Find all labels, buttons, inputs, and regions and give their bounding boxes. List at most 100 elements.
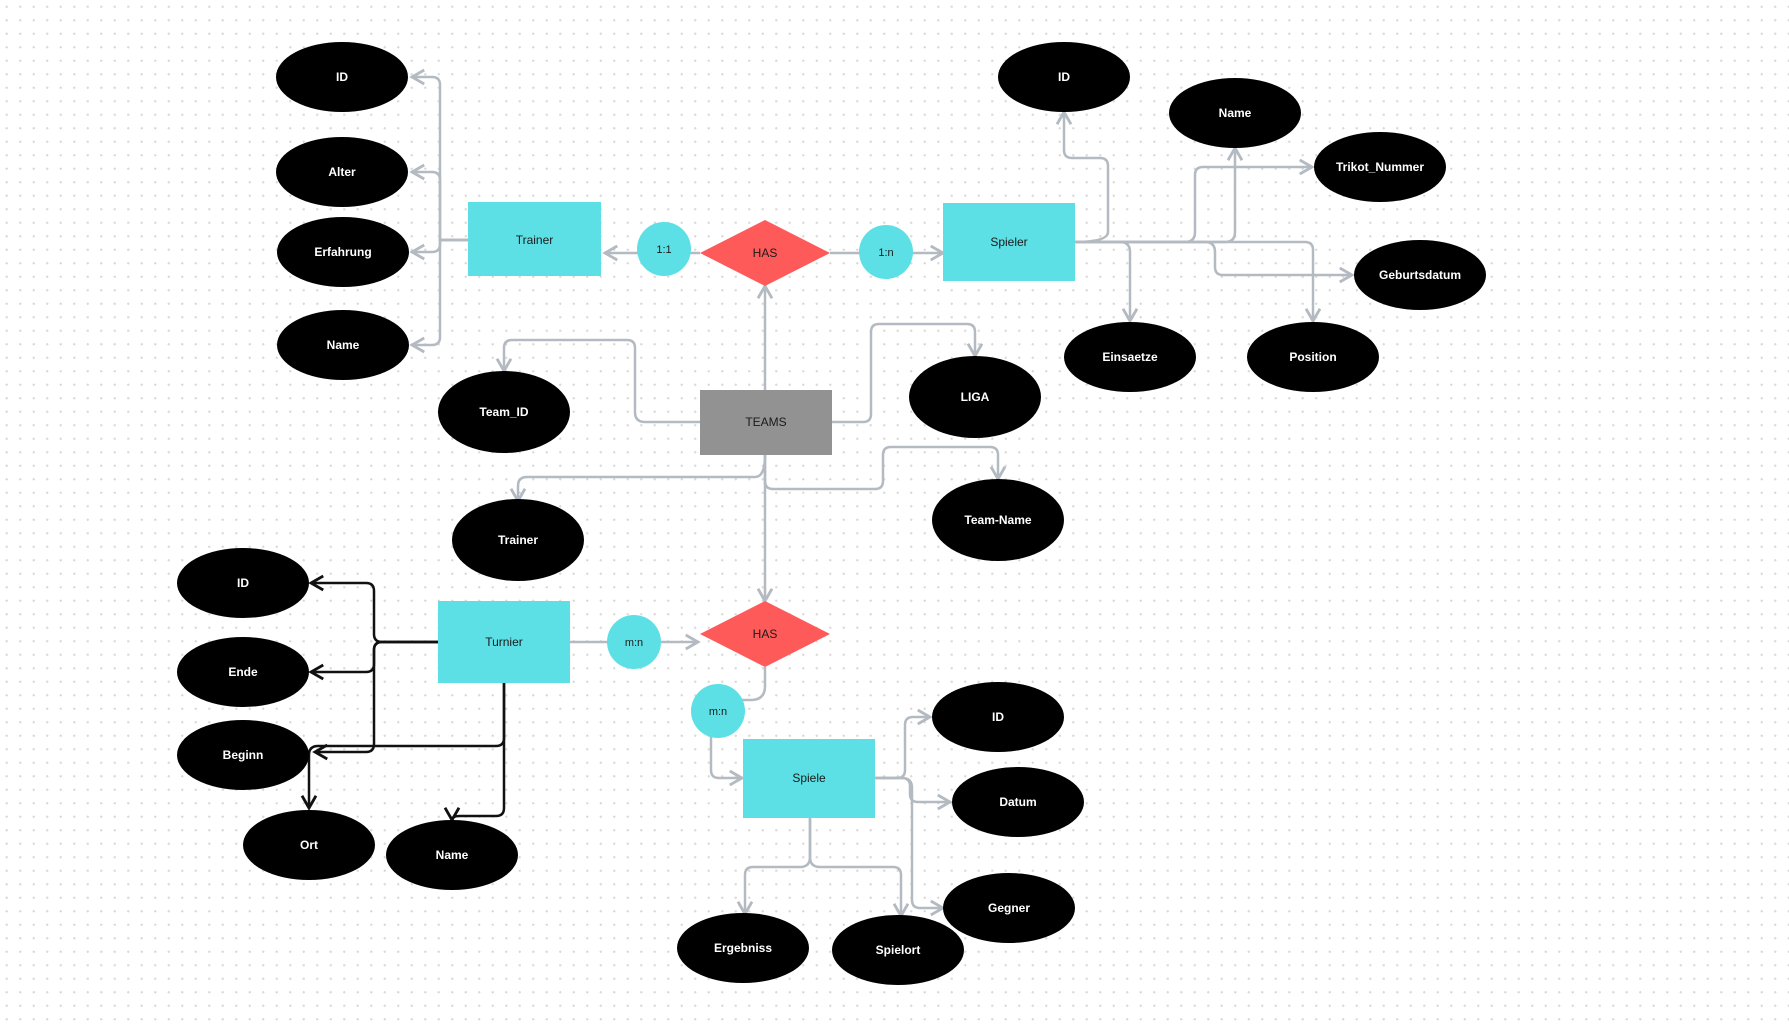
attribute-trainer-id[interactable]: ID xyxy=(276,42,408,112)
attribute-spieler-position[interactable]: Position xyxy=(1247,322,1379,392)
attribute-teams-team-id-label: Team_ID xyxy=(479,405,528,419)
attribute-trainer-erfahrung-ellipse[interactable] xyxy=(277,217,409,287)
relationship-has-top[interactable]: HAS xyxy=(700,220,830,286)
entity-teams-box[interactable] xyxy=(700,390,832,455)
connector-turnier-ort xyxy=(300,683,506,811)
attribute-spieler-name-ellipse[interactable] xyxy=(1169,78,1301,148)
attribute-turnier-ende[interactable]: Ende xyxy=(177,637,309,707)
attribute-turnier-id-ellipse[interactable] xyxy=(177,548,309,618)
attribute-teams-team-name[interactable]: Team-Name xyxy=(932,479,1064,561)
attribute-turnier-name[interactable]: Name xyxy=(386,820,518,890)
cardinality-has-spieler: 1:n xyxy=(859,225,913,279)
attribute-trainer-name-label: Name xyxy=(327,338,360,352)
entity-spiele[interactable]: Spiele xyxy=(743,739,875,818)
attribute-trainer-alter-label: Alter xyxy=(328,165,356,179)
entity-spiele-label: Spiele xyxy=(792,771,826,785)
attribute-teams-liga-ellipse[interactable] xyxy=(909,356,1041,438)
entity-spieler-label: Spieler xyxy=(990,235,1027,249)
attribute-teams-liga[interactable]: LIGA xyxy=(909,356,1041,438)
entity-spiele-box[interactable] xyxy=(743,739,875,818)
cardinality-has-spieler-label: 1:n xyxy=(878,247,893,259)
attribute-spieler-id[interactable]: ID xyxy=(998,42,1130,112)
attribute-teams-trainer[interactable]: Trainer xyxy=(452,499,584,581)
entity-spieler[interactable]: Spieler xyxy=(943,203,1075,281)
attribute-spiele-spielort-label: Spielort xyxy=(876,943,921,957)
entity-teams-label: TEAMS xyxy=(745,415,786,429)
attribute-trainer-alter-ellipse[interactable] xyxy=(276,137,408,207)
attribute-spieler-trikot-nummer-ellipse[interactable] xyxy=(1314,132,1446,202)
cardinality-has-spieler-circle xyxy=(859,225,913,279)
cardinality-trainer-has-label: 1:1 xyxy=(656,244,671,256)
cardinality-has-spiele-label: m:n xyxy=(709,706,727,718)
attribute-turnier-name-label: Name xyxy=(436,848,469,862)
entity-spieler-box[interactable] xyxy=(943,203,1075,281)
attribute-turnier-ort-ellipse[interactable] xyxy=(243,810,375,880)
attribute-spieler-geburtsdatum-ellipse[interactable] xyxy=(1354,240,1486,310)
cardinality-trainer-has: 1:1 xyxy=(637,222,691,276)
attribute-spiele-ergebniss[interactable]: Ergebniss xyxy=(677,913,809,983)
attribute-spiele-datum[interactable]: Datum xyxy=(952,767,1084,837)
cardinality-has-spiele: m:n xyxy=(691,684,745,738)
attribute-spieler-trikot-nummer[interactable]: Trikot_Nummer xyxy=(1314,132,1446,202)
relationship-has-bottom-diamond[interactable] xyxy=(700,601,830,667)
attribute-spiele-spielort-ellipse[interactable] xyxy=(832,915,964,985)
attribute-trainer-erfahrung-label: Erfahrung xyxy=(314,245,371,259)
attribute-spieler-einsaetze[interactable]: Einsaetze xyxy=(1064,322,1196,392)
connector-teams-team-id xyxy=(495,338,700,424)
connector-spiele-id xyxy=(875,708,933,780)
connector-teams-team-name xyxy=(763,445,1007,491)
attribute-spieler-einsaetze-ellipse[interactable] xyxy=(1064,322,1196,392)
entity-teams[interactable]: TEAMS xyxy=(700,390,832,455)
attribute-spiele-gegner[interactable]: Gegner xyxy=(943,873,1075,943)
attribute-spiele-ergebniss-ellipse[interactable] xyxy=(677,913,809,983)
attribute-trainer-name-ellipse[interactable] xyxy=(277,310,409,380)
cardinality-turnier-has: m:n xyxy=(607,615,661,669)
connector-spieler-id xyxy=(1055,109,1110,244)
attribute-teams-trainer-ellipse[interactable] xyxy=(452,499,584,581)
attribute-trainer-id-label: ID xyxy=(336,70,348,84)
entity-trainer-label: Trainer xyxy=(516,233,554,247)
attribute-spieler-id-ellipse[interactable] xyxy=(998,42,1130,112)
connector-teams-trainer xyxy=(509,454,767,504)
attribute-teams-team-id-ellipse[interactable] xyxy=(438,371,570,453)
attribute-spieler-position-ellipse[interactable] xyxy=(1247,322,1379,392)
entity-turnier[interactable]: Turnier xyxy=(438,601,570,683)
attribute-spieler-name[interactable]: Name xyxy=(1169,78,1301,148)
cardinality-trainer-has-circle xyxy=(637,222,691,276)
attribute-turnier-id[interactable]: ID xyxy=(177,548,309,618)
connector-spieler-position xyxy=(1073,240,1322,324)
attribute-spiele-datum-label: Datum xyxy=(999,795,1036,809)
attribute-turnier-ende-ellipse[interactable] xyxy=(177,637,309,707)
attribute-trainer-erfahrung[interactable]: Erfahrung xyxy=(277,217,409,287)
attribute-spiele-id-ellipse[interactable] xyxy=(932,682,1064,752)
attribute-turnier-ort-label: Ort xyxy=(300,838,318,852)
attribute-spiele-gegner-ellipse[interactable] xyxy=(943,873,1075,943)
attribute-teams-team-id[interactable]: Team_ID xyxy=(438,371,570,453)
attribute-spieler-einsaetze-label: Einsaetze xyxy=(1102,350,1158,364)
attribute-spiele-datum-ellipse[interactable] xyxy=(952,767,1084,837)
attribute-teams-team-name-ellipse[interactable] xyxy=(932,479,1064,561)
entity-turnier-label: Turnier xyxy=(485,635,523,649)
connector-spiele-gegner xyxy=(875,776,946,917)
attribute-turnier-beginn[interactable]: Beginn xyxy=(177,720,309,790)
entity-turnier-box[interactable] xyxy=(438,601,570,683)
attribute-spieler-id-label: ID xyxy=(1058,70,1070,84)
attribute-trainer-id-ellipse[interactable] xyxy=(276,42,408,112)
attribute-turnier-name-ellipse[interactable] xyxy=(386,820,518,890)
attribute-spiele-spielort[interactable]: Spielort xyxy=(832,915,964,985)
cardinality-has-spiele-circle xyxy=(691,684,745,738)
attribute-spieler-geburtsdatum[interactable]: Geburtsdatum xyxy=(1354,240,1486,310)
attribute-spiele-id[interactable]: ID xyxy=(932,682,1064,752)
attribute-turnier-ort[interactable]: Ort xyxy=(243,810,375,880)
entity-trainer-box[interactable] xyxy=(468,202,601,276)
entity-trainer[interactable]: Trainer xyxy=(468,202,601,276)
connector-turnier-beginn xyxy=(312,640,438,761)
attribute-turnier-beginn-ellipse[interactable] xyxy=(177,720,309,790)
attribute-trainer-name[interactable]: Name xyxy=(277,310,409,380)
attribute-trainer-alter[interactable]: Alter xyxy=(276,137,408,207)
relationship-has-bottom[interactable]: HAS xyxy=(700,601,830,667)
relationship-has-top-diamond[interactable] xyxy=(700,220,830,286)
attribute-spiele-id-label: ID xyxy=(992,710,1004,724)
attribute-turnier-ende-label: Ende xyxy=(228,665,258,679)
